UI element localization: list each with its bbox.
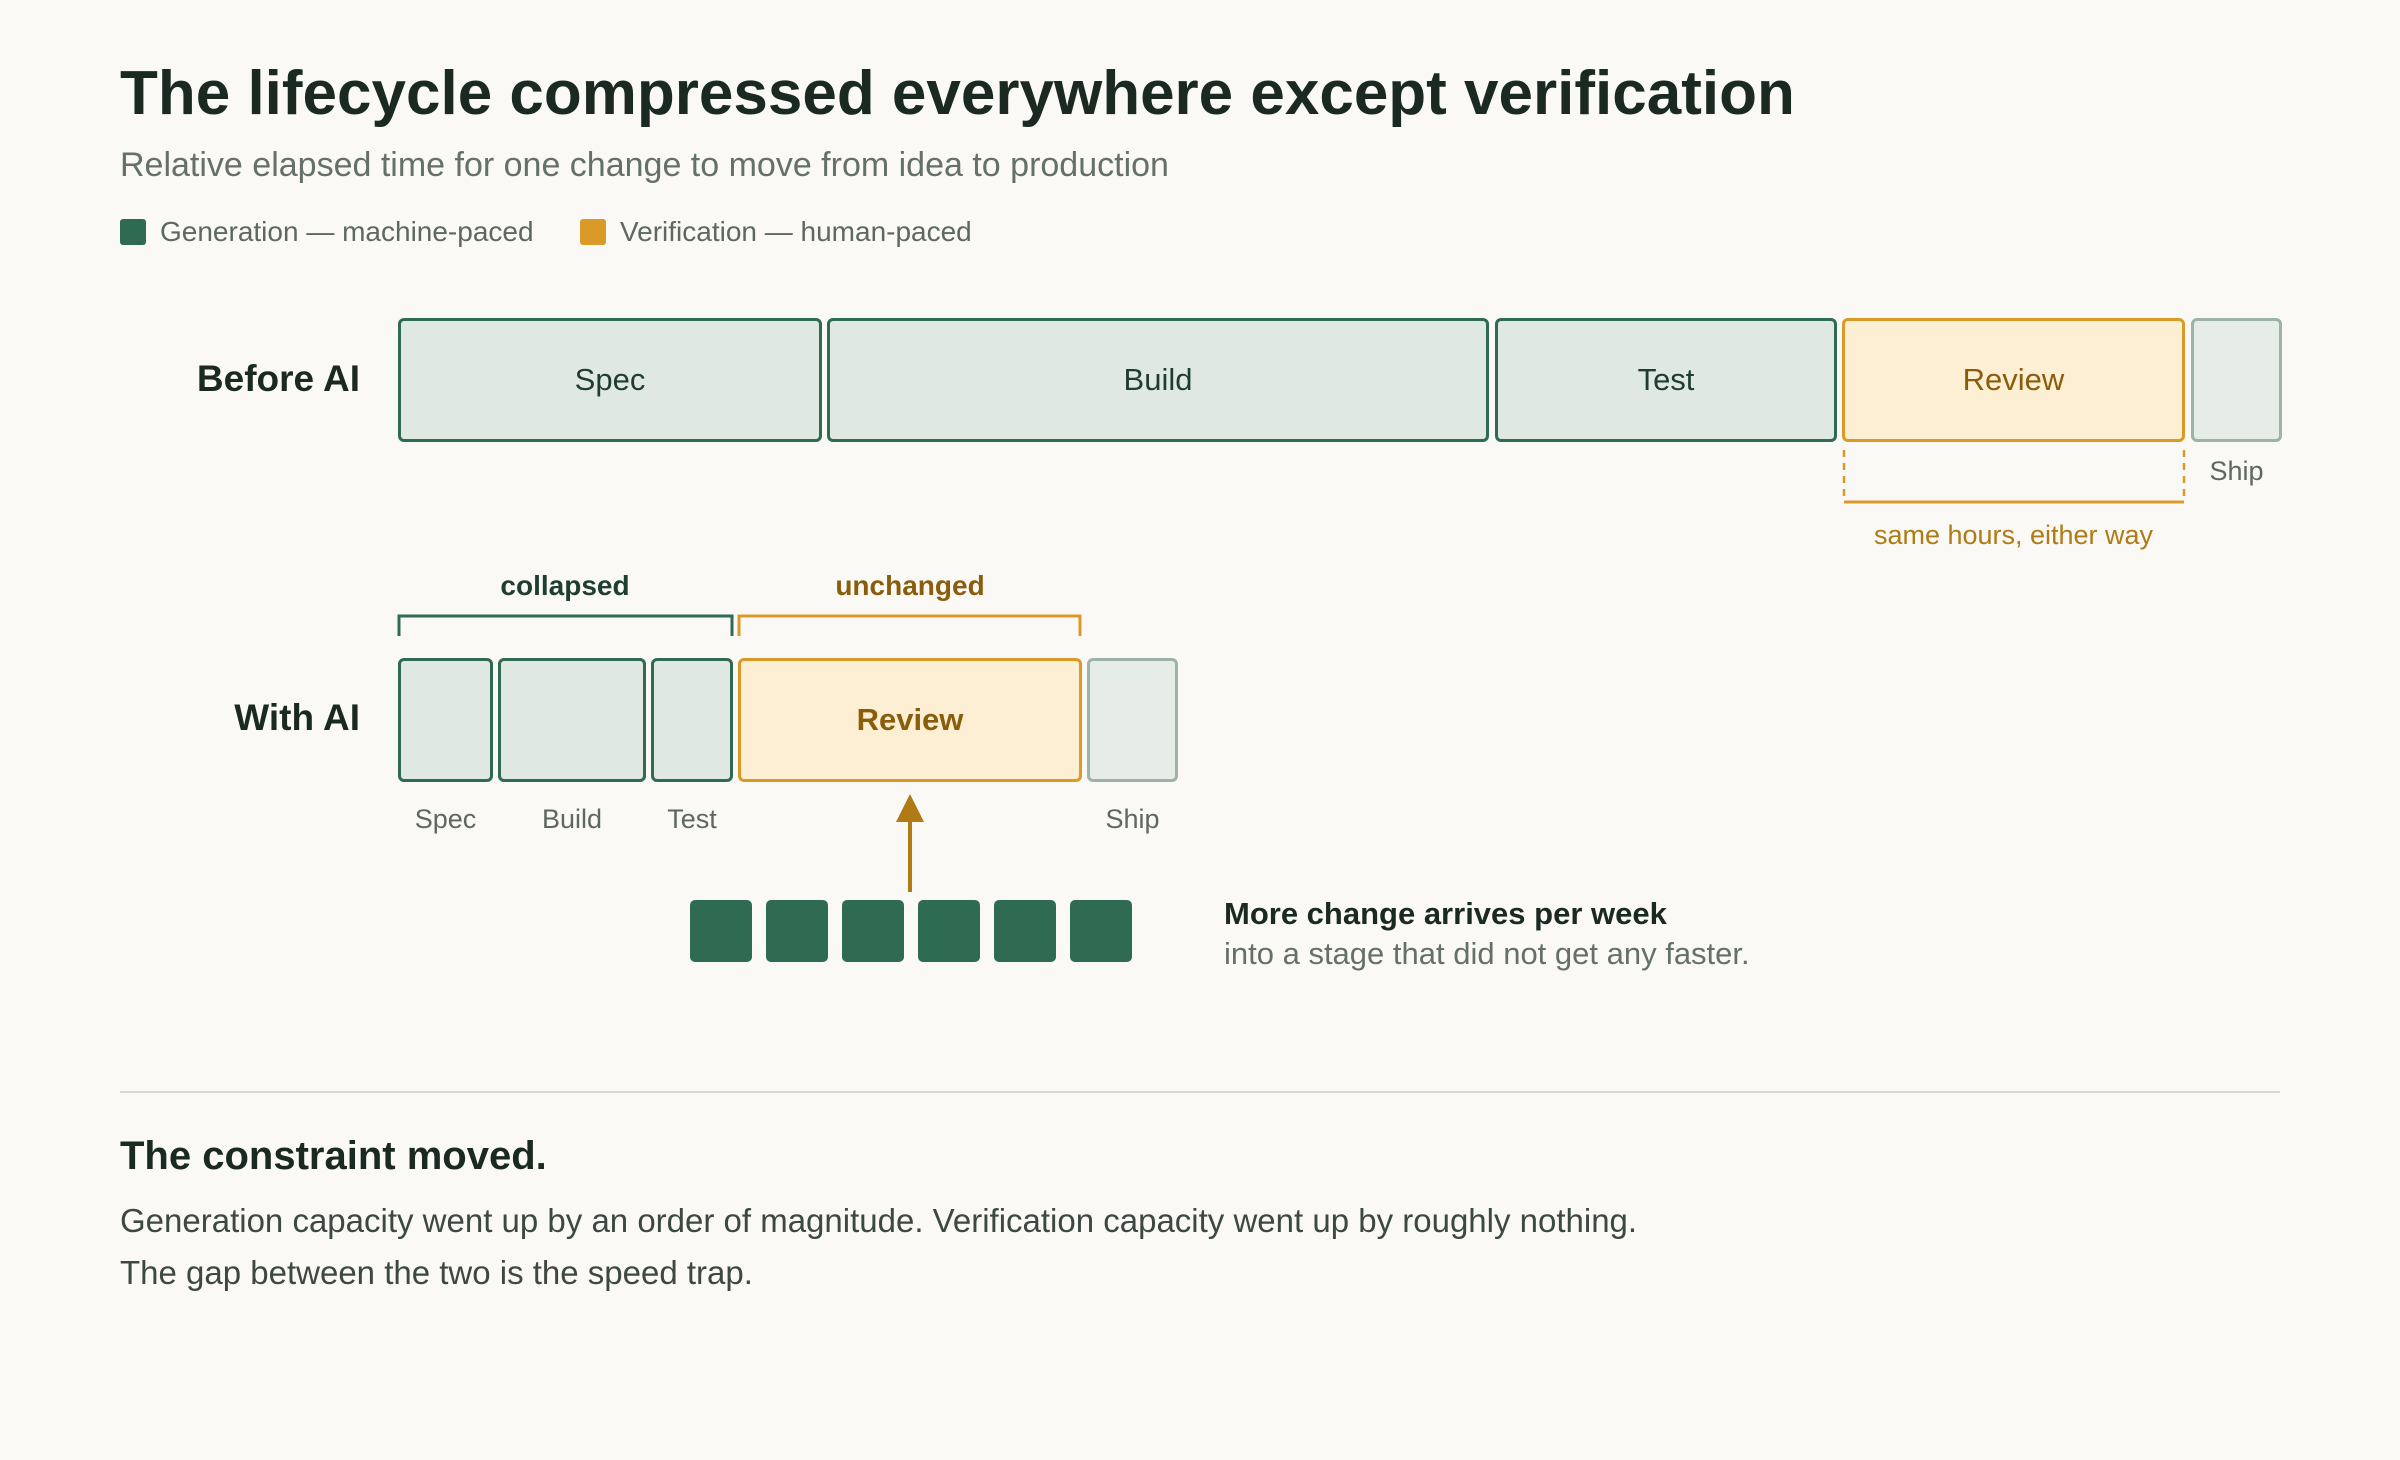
- queued-change: [766, 900, 828, 962]
- bracket-collapsed: [397, 614, 734, 636]
- queued-change: [1070, 900, 1132, 962]
- legend-swatch-verification: [580, 219, 606, 245]
- ai-stage-review: Review: [738, 658, 1082, 782]
- bracket-unchanged: [737, 614, 1082, 636]
- before-stage-review-label: Review: [1962, 362, 2065, 397]
- callout-title: More change arrives per week: [1224, 896, 1667, 931]
- bracket-label-collapsed: collapsed: [500, 570, 630, 601]
- conclusion-heading: The constraint moved.: [120, 1134, 547, 1178]
- page-subtitle: Relative elapsed time for one change to …: [120, 146, 1169, 184]
- ai-stage-ship-label: Ship: [1105, 804, 1160, 834]
- queued-change: [690, 900, 752, 962]
- page-title: The lifecycle compressed everywhere exce…: [120, 59, 1795, 128]
- before-stage-test: Test: [1495, 318, 1837, 442]
- queued-change: [994, 900, 1056, 962]
- ai-stage-spec: [398, 658, 493, 782]
- legend-label-generation: Generation — machine-paced: [160, 216, 534, 247]
- ai-stage-test-label: Test: [667, 804, 717, 834]
- review-span-bracket: [1842, 450, 2186, 504]
- conclusion-line-1: Generation capacity went up by an order …: [120, 1202, 1638, 1239]
- ai-stage-spec-label: Spec: [414, 804, 477, 834]
- before-stage-spec-label: Spec: [574, 362, 646, 397]
- callout-text: into a stage that did not get any faster…: [1224, 936, 1750, 971]
- section-divider: [120, 1091, 2280, 1093]
- review-note: same hours, either way: [1873, 520, 2154, 550]
- queued-change: [918, 900, 980, 962]
- before-stage-ship-label: Ship: [2209, 456, 2264, 486]
- row-label-with-ai: With AI: [234, 697, 360, 738]
- incoming-change-queue: [690, 900, 1132, 962]
- before-stage-test-label: Test: [1637, 362, 1695, 397]
- ai-stage-test: [651, 658, 733, 782]
- queued-change: [842, 900, 904, 962]
- ai-stage-build-label: Build: [541, 804, 603, 834]
- bracket-label-unchanged: unchanged: [835, 570, 985, 601]
- legend-item-generation: Generation — machine-paced: [120, 216, 534, 248]
- before-stage-build: Build: [827, 318, 1489, 442]
- before-stage-build-label: Build: [1123, 362, 1193, 397]
- legend-item-verification: Verification — human-paced: [580, 216, 972, 248]
- before-stage-spec: Spec: [398, 318, 822, 442]
- arrow-up-icon: [896, 794, 924, 892]
- legend-label-verification: Verification — human-paced: [620, 216, 972, 247]
- ai-stage-review-label: Review: [856, 702, 964, 737]
- ai-stage-build: [498, 658, 646, 782]
- before-stage-ship: [2191, 318, 2282, 442]
- before-stage-review: Review: [1842, 318, 2185, 442]
- conclusion-line-2: The gap between the two is the speed tra…: [120, 1254, 753, 1291]
- ai-stage-ship: [1087, 658, 1178, 782]
- legend-swatch-generation: [120, 219, 146, 245]
- row-label-before-ai: Before AI: [196, 358, 360, 399]
